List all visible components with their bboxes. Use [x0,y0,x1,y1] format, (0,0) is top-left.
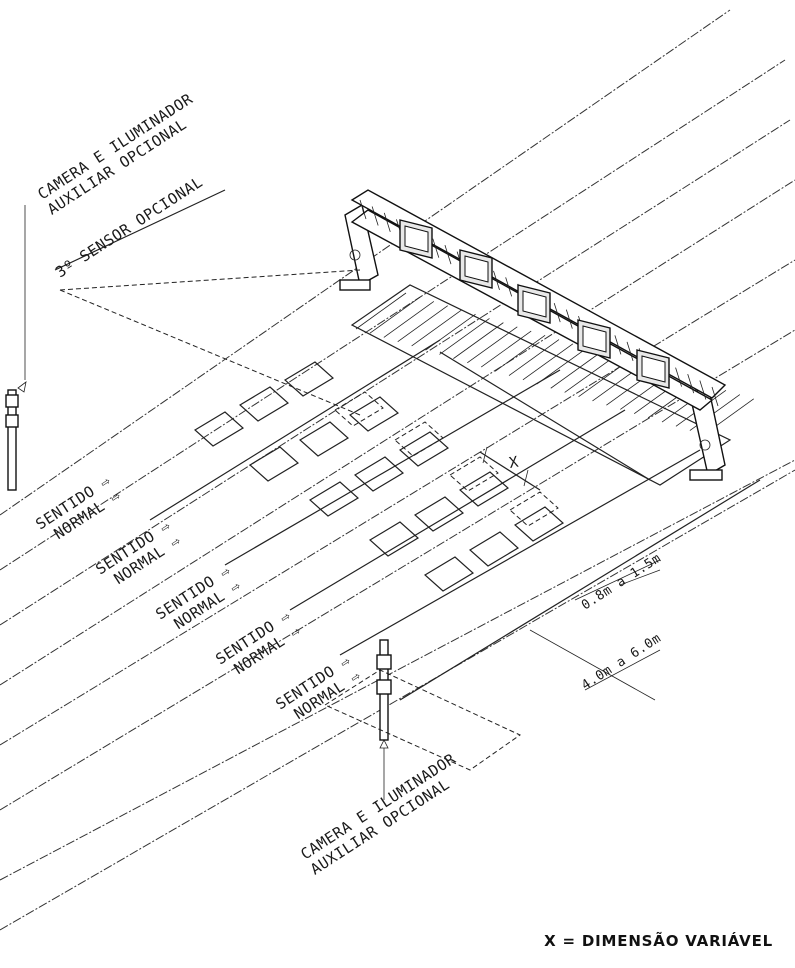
hatch-line [439,318,490,355]
sensor-loop [298,421,350,457]
hatch-line [564,356,615,393]
hatch-area [350,284,732,486]
truss-member [432,238,440,258]
offset-dimensions [529,559,661,701]
hatch-line [550,351,601,389]
truss-member [444,245,452,265]
hatch-line [522,343,574,381]
hatch-line [453,322,504,359]
camera-bottom-pole [324,639,521,800]
sensor-loop [308,481,360,517]
truss-member [371,206,379,226]
sensor-loop [283,361,335,397]
gantry [339,189,727,481]
hatch-line [397,305,448,343]
hatch-line [369,296,421,334]
truss-member [359,199,367,220]
sensor-loops [193,361,565,592]
lane-label: SENTIDO ⇨NORMAL ⇨ [212,607,304,678]
sensor-loop [193,411,245,447]
truss-member [505,277,513,297]
sensor-loop [248,446,300,482]
road-lines [0,9,795,931]
sensor-loop [353,456,405,492]
hatch-line [536,347,588,385]
camera-bottom-line1: CAMERA E ILUMINADOR [297,749,459,863]
x-dimension [479,446,541,491]
hatch-line [508,339,560,376]
sensor-loop [423,556,475,592]
sensor-loop [348,396,400,432]
dim-long-label: 4.0m a 6.0m [579,631,664,693]
sensor-loop [413,496,465,532]
truss-member [675,367,682,387]
lane-label: SENTIDO ⇨NORMAL ⇨ [92,517,184,588]
truss-member [553,303,561,323]
truss-member [383,212,391,233]
truss-member [699,380,707,400]
sensor-loop [449,456,499,492]
truss-member [565,309,573,329]
sensor-loop [458,471,510,507]
sensor-loop [398,431,450,467]
truss-member [614,335,622,355]
hatch-line [355,292,407,330]
hatch-line [383,301,435,338]
hatch-lines [355,292,754,436]
camera-top-line1: CAMERA E ILUMINADOR [34,89,196,203]
sensor-leader [54,189,361,416]
camera-bottom-label: CAMERA E ILUMINADOR AUXILIAR OPCIONAL [297,749,459,878]
lane-dividers [149,339,761,701]
vms-panels [399,219,670,389]
sensor-loop [334,391,384,427]
hatch-line [480,330,532,368]
x-label: X [508,453,521,472]
camera-top-pole [5,205,27,491]
sensor-loop [509,491,559,527]
sensor-loop [238,386,290,422]
sensor-loop [468,531,520,567]
lane-label: SENTIDO ⇨NORMAL ⇨ [152,562,244,633]
sensor-loop [394,421,444,457]
sensor-loop [368,521,420,557]
sensor-loop [513,506,565,542]
truss-member [687,373,695,394]
truss-member [493,270,500,291]
hatch-line [494,334,546,372]
hatch-line [411,309,462,347]
truss-member [711,386,719,407]
legend: X = DIMENSÃO VARIÁVEL [544,932,773,950]
hatch-line [467,326,518,364]
truss-member [626,341,634,361]
svg-text:4.0m a 6.0m: 4.0m a 6.0m [579,631,664,693]
hatch-line [425,313,476,351]
